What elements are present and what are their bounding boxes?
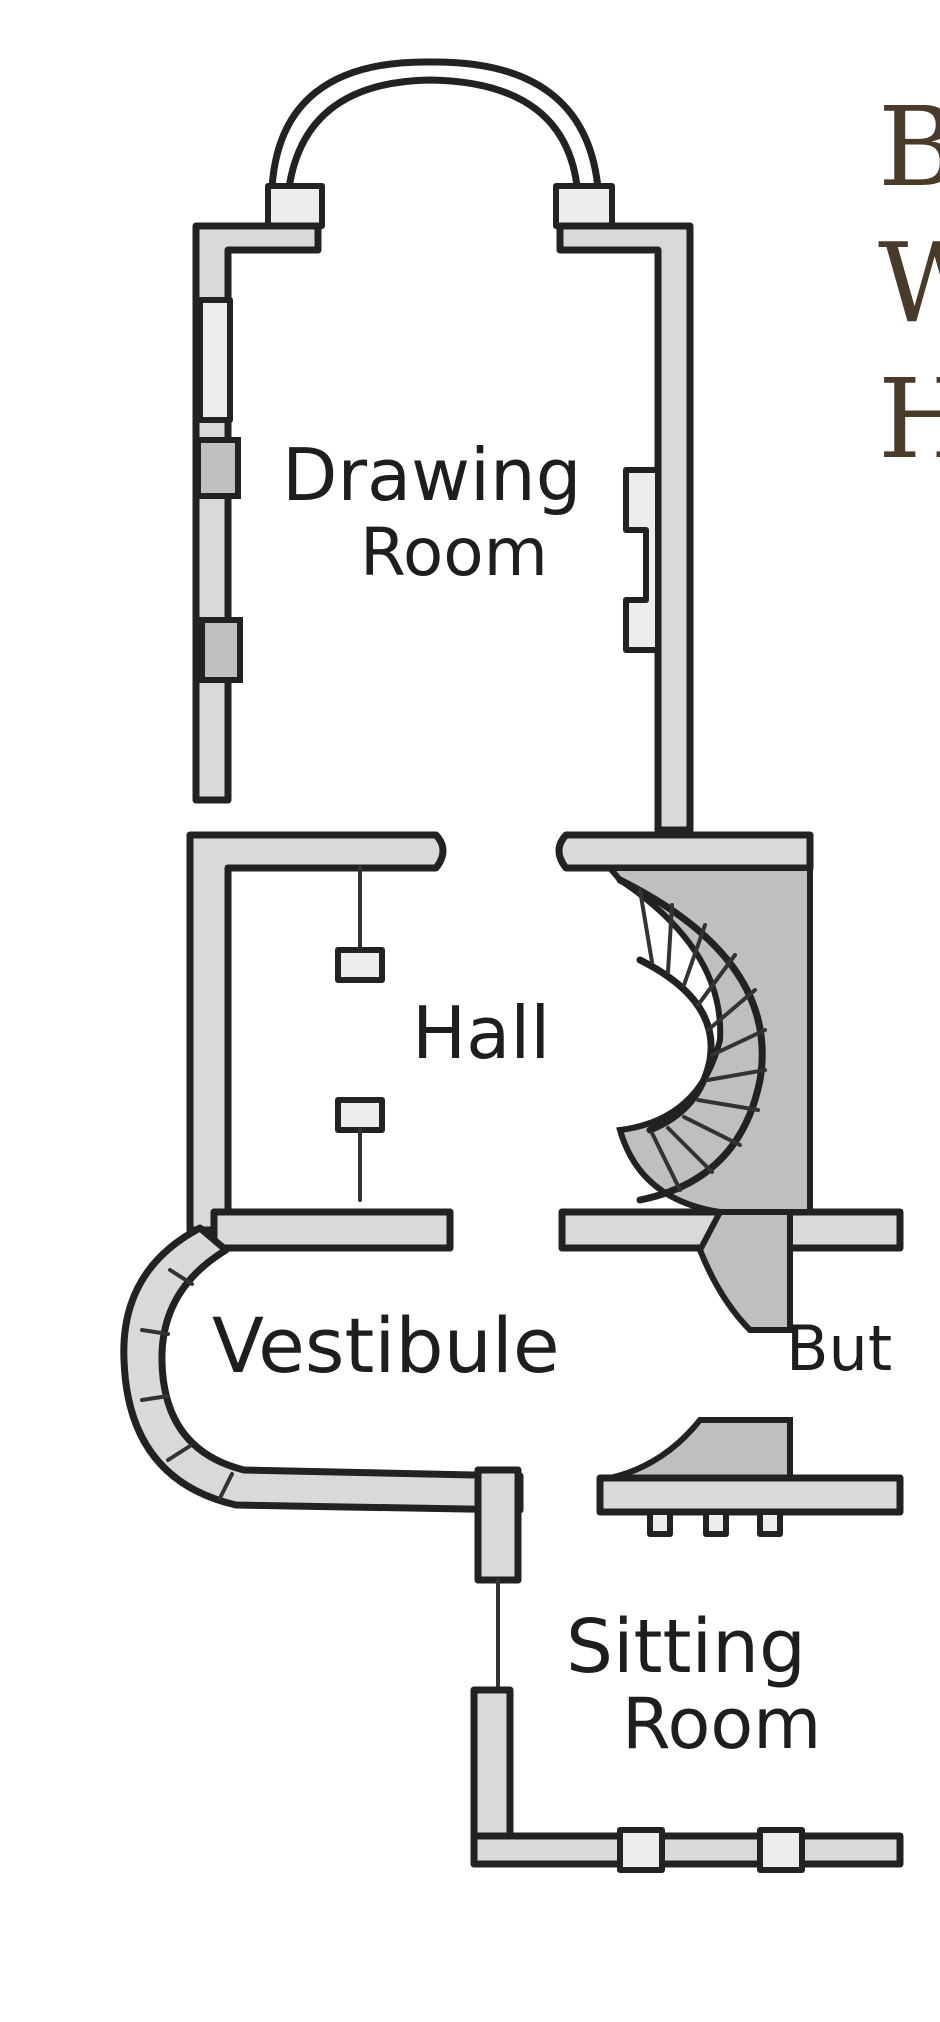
hall-label: Hall [412, 991, 550, 1075]
butler-label: But [786, 1312, 892, 1385]
spiral-staircase [603, 865, 813, 1333]
side-text-line3: H [878, 364, 940, 474]
sitting-room-label-line1: Sitting [566, 1604, 806, 1690]
side-text-line2: W [878, 228, 940, 338]
side-text-line1: B [878, 92, 940, 202]
drawing-room-label-line1: Drawing [282, 433, 581, 517]
sitting-room-label-line2: Room [622, 1683, 821, 1765]
drawing-room-walls [192, 58, 694, 834]
vestibule-label: Vestibule [212, 1301, 560, 1390]
sitting-room-walls [470, 1466, 904, 1873]
drawing-room-label-line2: Room [360, 514, 548, 591]
